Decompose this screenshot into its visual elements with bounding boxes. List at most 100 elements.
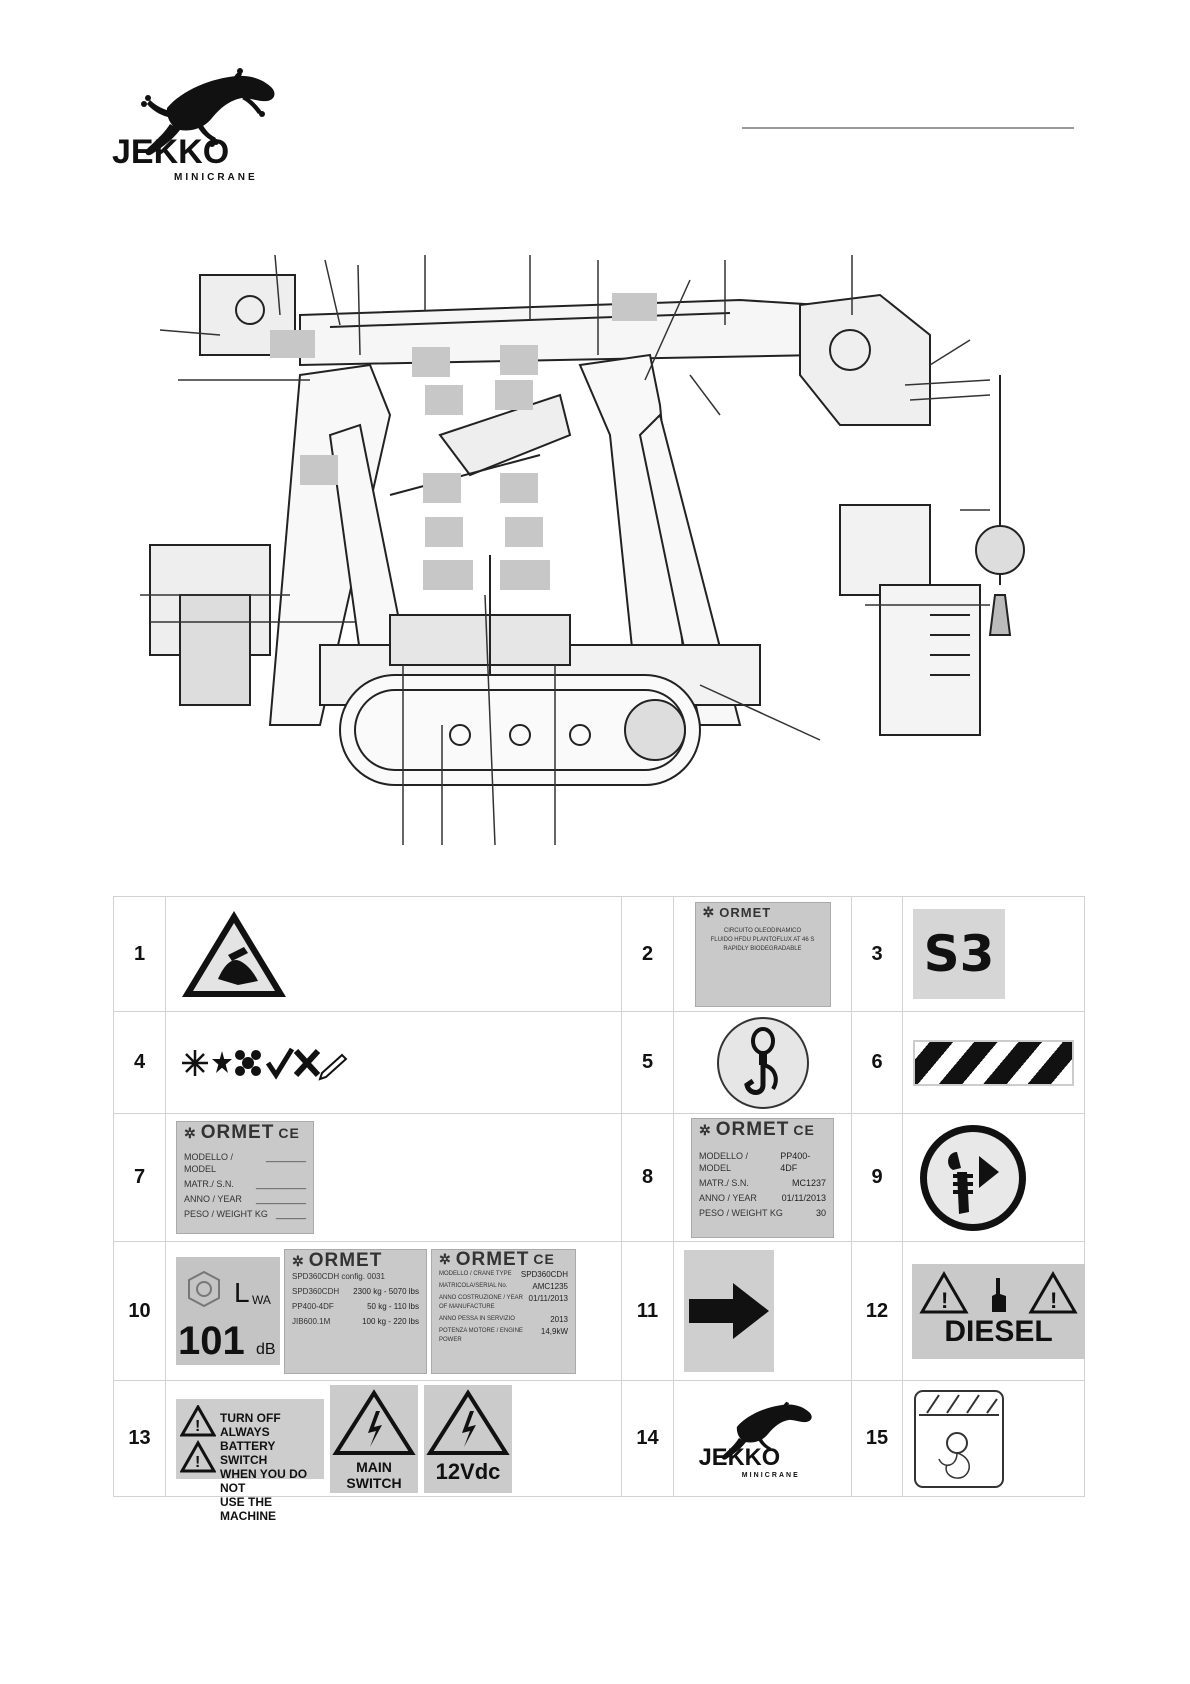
decal-number: 6: [851, 1011, 903, 1114]
decal-subtitle: MINICRANE: [741, 1471, 799, 1478]
plate-label: ANNO COSTRUZIONE / YEAR OF MANUFACTURE: [439, 1294, 523, 1310]
noise-value: 101: [178, 1319, 245, 1363]
decal-number: 9: [851, 1113, 903, 1242]
s3-decal: S3: [913, 909, 1005, 999]
voltage-label: 12Vdc: [435, 1458, 501, 1484]
decal-number: 2: [621, 896, 674, 1012]
high-voltage-icon: [332, 1388, 416, 1455]
decal-number: 14: [621, 1380, 674, 1497]
table-row: 4 5 6: [113, 1011, 1085, 1114]
decal-number: 13: [113, 1380, 166, 1497]
decal-number: 7: [113, 1113, 166, 1242]
decal-11-cell: [673, 1241, 852, 1381]
decal-6-cell: [902, 1011, 1085, 1114]
crane-diagram: [140, 255, 1025, 845]
plate-label: PESO / WEIGHT KG: [699, 1207, 783, 1218]
decal-number: 8: [621, 1113, 674, 1242]
arrow-right-icon: [689, 1283, 769, 1339]
hand-crush-warning-icon: [182, 910, 286, 997]
plate-value: 14,9kW: [540, 1326, 568, 1336]
decal-number: 15: [851, 1380, 903, 1497]
plate-label: PP400-4DF: [292, 1301, 334, 1311]
plate-label: MATR./ S.N.: [699, 1177, 749, 1188]
decal-4-cell: [165, 1011, 622, 1114]
plate-brand: ORMET: [455, 1248, 530, 1270]
plate-label: MODELLO / MODEL: [184, 1152, 234, 1174]
plate-label: ANNO PESSA IN SERVIZIO: [439, 1315, 515, 1322]
plate-label: MODELLO / CRANE TYPE: [439, 1270, 512, 1277]
direction-arrow-decal: [684, 1250, 774, 1372]
plate-label: ANNO / YEAR: [184, 1194, 242, 1204]
voltage-decal: 12Vdc: [424, 1384, 512, 1493]
decal-number: 5: [621, 1011, 674, 1114]
hook-crush-icon: [914, 1389, 1004, 1488]
plate-value: 2013: [550, 1314, 568, 1324]
table-row: 10 L WA 101 dB ✲ORMET SPD360CDH config. …: [113, 1241, 1085, 1381]
plate-brand: ORMET: [308, 1249, 383, 1271]
plate-label: PESO / WEIGHT KG: [184, 1209, 268, 1219]
decal-2-cell: ✲ORMET CIRCUITO OLEODINAMICO FLUIDO HFDU…: [673, 896, 852, 1012]
jekko-logo-decal: JEKKO MINICRANE: [698, 1401, 812, 1478]
plate-label: SPD360CDH config. 0031: [292, 1271, 385, 1281]
hazard-stripes-decal: [913, 1039, 1074, 1086]
plate-line: RAPIDLY BIODEGRADABLE: [723, 945, 802, 952]
decal-10-cell: L WA 101 dB ✲ORMET SPD360CDH config. 003…: [165, 1241, 622, 1381]
noise-unit: dB: [256, 1341, 276, 1358]
main-switch-line: MAIN: [356, 1458, 392, 1475]
diesel-decal: ! ! DIESEL: [912, 1263, 1085, 1359]
svg-text:!: !: [941, 1288, 948, 1313]
plate-value: 2300 kg - 5070 lbs: [353, 1286, 419, 1296]
svg-text:!: !: [195, 1418, 200, 1435]
decal-number: 11: [621, 1241, 674, 1381]
main-switch-line: SWITCH: [346, 1474, 402, 1491]
noise-subscript: WA: [252, 1293, 271, 1307]
lifting-hook-icon: [716, 1016, 809, 1109]
noise-label: L: [234, 1277, 250, 1308]
decal-13-cell: ! ! TURN OFF ALWAYS BATTERY SWITCH WHEN …: [165, 1380, 622, 1523]
table-row: 1 2 ✲ORMET CIRCUITO OLEODINAMICO FLUIDO …: [113, 896, 1085, 1012]
decal-number: 1: [113, 896, 166, 1012]
svg-text:!: !: [195, 1454, 200, 1471]
plate-label: ANNO / YEAR: [699, 1192, 757, 1203]
battery-line: WHEN YOU DO NOT: [220, 1466, 308, 1495]
symbol-glyph-strip-icon: [182, 1047, 348, 1081]
plate-brand: ORMET: [715, 1118, 790, 1140]
decal-14-cell: JEKKO MINICRANE: [673, 1380, 852, 1497]
main-switch-decal: MAIN SWITCH: [330, 1384, 418, 1493]
plate-label: POTENZA MOTORE / ENGINE POWER: [439, 1327, 523, 1343]
decal-number: 12: [851, 1241, 903, 1381]
logo-wordmark: JEKKO: [112, 133, 229, 171]
diesel-warning-icons: ! !: [919, 1270, 1078, 1313]
plate-label: SPD360CDH: [292, 1286, 340, 1296]
decal-number: 3: [851, 896, 903, 1012]
plate-value: MC1237: [791, 1177, 826, 1188]
decal-number: 4: [113, 1011, 166, 1114]
diesel-label: DIESEL: [944, 1314, 1053, 1348]
plate-value: 100 kg - 220 lbs: [362, 1316, 419, 1326]
battery-switch-decal: ! ! TURN OFF ALWAYS BATTERY SWITCH WHEN …: [176, 1398, 324, 1523]
svg-text:!: !: [1050, 1288, 1057, 1313]
warning-triangle-icons: ! !: [180, 1404, 216, 1472]
battery-line: USE THE MACHINE: [220, 1494, 276, 1523]
noise-hexagon-icon: [188, 1270, 220, 1308]
plate-label: JIB600.1M: [292, 1316, 331, 1326]
plate-value: 30: [815, 1207, 826, 1218]
plate-value: 50 kg - 110 lbs: [367, 1301, 419, 1311]
hydraulic-fluid-plate: ✲ORMET CIRCUITO OLEODINAMICO FLUIDO HFDU…: [694, 901, 831, 1007]
decal-9-cell: [902, 1113, 1085, 1242]
decal-number: 10: [113, 1241, 166, 1381]
noise-level-decal: L WA 101 dB: [176, 1257, 280, 1365]
battery-line: BATTERY SWITCH: [220, 1438, 276, 1467]
plate-label: MATRICOLA/SERIAL No.: [439, 1282, 508, 1289]
plate-label: MODELLO / MODEL: [699, 1150, 749, 1173]
decal-1-cell: [165, 896, 622, 1012]
plate-line: CIRCUITO OLEODINAMICO: [723, 927, 802, 934]
plate-value: SPD360CDH: [520, 1269, 568, 1279]
